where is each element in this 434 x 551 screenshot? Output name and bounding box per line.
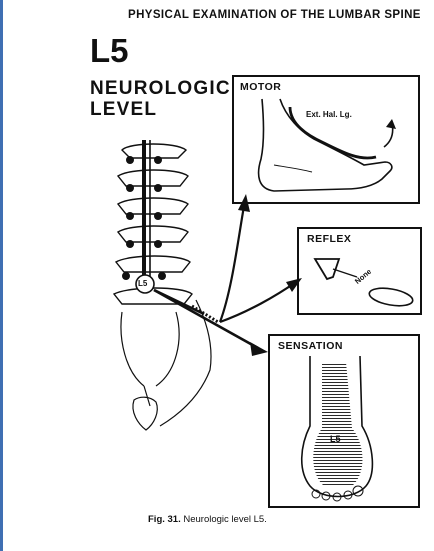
- figure-caption: Fig. 31. Neurologic level L5.: [148, 514, 267, 525]
- foot-lateral-illustration: [257, 98, 396, 192]
- motor-muscle-label: Ext. Hal. Lg.: [306, 110, 352, 119]
- level-line-1: NEUROLOGIC: [90, 78, 231, 99]
- spine-root-label: L5: [138, 279, 148, 288]
- reflex-panel: REFLEX None: [297, 227, 422, 315]
- sensation-panel: SENSATION L5: [268, 334, 420, 508]
- figure-number: Fig. 31.: [148, 514, 181, 525]
- motor-title: MOTOR: [240, 81, 282, 93]
- motor-panel: MOTOR Ext. Hal. Lg.: [232, 75, 420, 204]
- sensation-dermatome-label: L5: [330, 434, 341, 444]
- reflex-hammer-illustration: [313, 258, 414, 307]
- level-code: L5: [90, 32, 129, 69]
- foot-dorsal-illustration: [300, 355, 374, 502]
- reflex-title: REFLEX: [307, 233, 352, 245]
- level-line-2: LEVEL: [90, 99, 158, 120]
- page-edge: [0, 0, 3, 551]
- running-head: PHYSICAL EXAMINATION OF THE LUMBAR SPINE: [128, 9, 421, 21]
- figure-caption-text: Neurologic level L5.: [183, 514, 267, 525]
- sensation-title: SENSATION: [278, 340, 343, 352]
